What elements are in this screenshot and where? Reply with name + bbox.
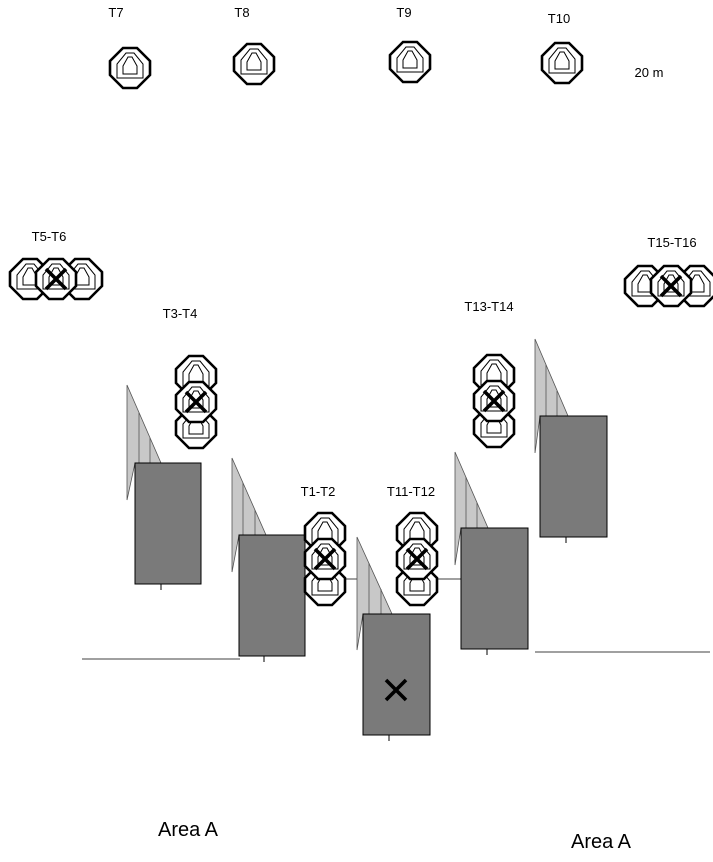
area-label-left: Area A: [157, 819, 219, 841]
barricade-ticks: [160, 537, 567, 741]
barricade-4: [460, 527, 529, 650]
x-marker-icon-t15-t16: [659, 274, 683, 298]
label-t11-t12: T11-T12: [386, 484, 436, 499]
label-t13-t14: T13-T14: [464, 299, 514, 314]
label-t7: T7: [108, 5, 124, 20]
x-marker-icon-start: [384, 678, 408, 702]
barricade-3: [362, 613, 431, 736]
label-t8: T8: [234, 5, 250, 20]
label-t5-t6: T5-T6: [31, 229, 67, 244]
x-marker-icon-t1-t2: [313, 547, 337, 571]
label-t3-t4: T3-T4: [162, 306, 198, 321]
label-t9: T9: [396, 5, 412, 20]
x-marker-icon-t5-t6: [44, 267, 68, 291]
target-icon-t8: [232, 42, 276, 86]
area-label-right: Area A: [570, 831, 632, 853]
barricades: [134, 415, 608, 736]
target-icon-t7: [108, 46, 152, 90]
x-marker-icon-t3-t4: [184, 390, 208, 414]
barricade-2: [238, 534, 306, 657]
barricade-1: [134, 462, 202, 585]
target-icon-t10: [540, 41, 584, 85]
target-icon-t9: [388, 40, 432, 84]
x-marker-icon-t11-t12: [405, 547, 429, 571]
label-t10: T10: [547, 11, 571, 26]
x-markers: [44, 267, 683, 702]
label-t1-t2: T1-T2: [300, 484, 336, 499]
x-marker-icon-t13-t14: [482, 389, 506, 413]
label-t15-t16: T15-T16: [647, 235, 697, 250]
barricade-5: [539, 415, 608, 538]
distance-label: 20 m: [634, 65, 664, 80]
